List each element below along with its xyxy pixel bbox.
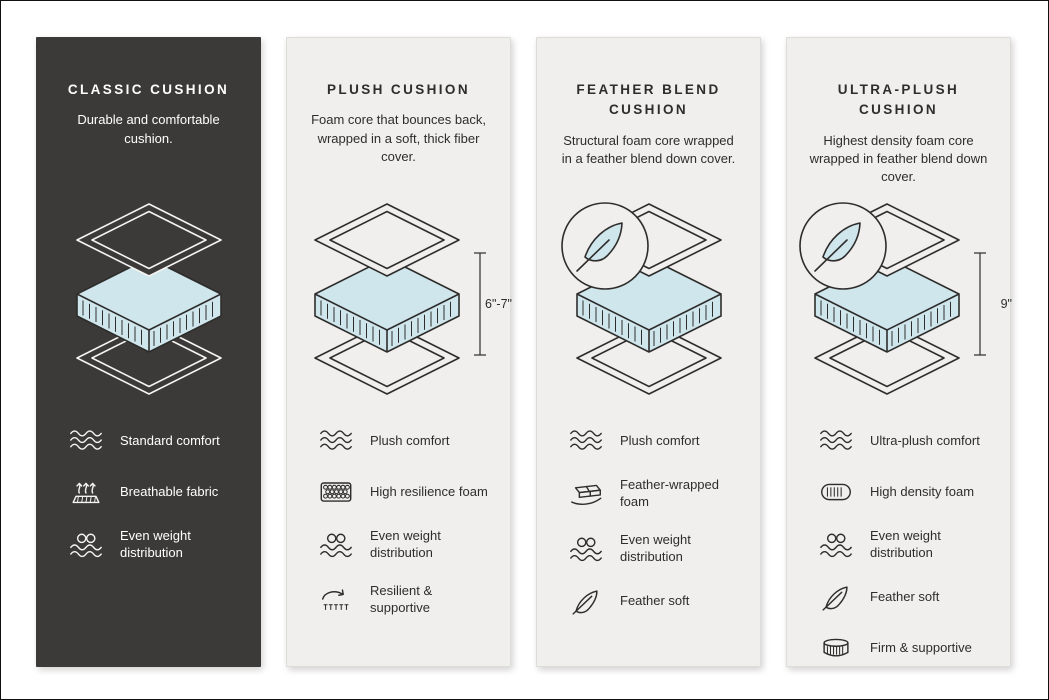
feature-list: Plush comfort Feather-wrapped foam Even …	[537, 426, 760, 617]
feature-label: Standard comfort	[120, 432, 220, 448]
card-title: FEATHER BLEND CUSHION	[576, 82, 721, 118]
feather-wrapped-foam-icon	[567, 479, 605, 509]
card-description: Foam core that bounces back, wrapped in …	[311, 112, 486, 165]
feature-item: Firm & supportive	[817, 634, 1010, 664]
feature-list: Ultra-plush comfort High density foam Ev…	[787, 426, 1010, 664]
feature-label: Even weight distribution	[870, 528, 941, 560]
feature-item: Plush comfort	[567, 426, 760, 456]
firm-support-icon	[817, 634, 855, 664]
cushion-layers-diagram: 6"-7"	[287, 196, 512, 396]
waves-icon	[817, 426, 855, 456]
feature-item: Ultra-plush comfort	[817, 426, 1010, 456]
feature-item: Resilient & supportive	[317, 583, 510, 617]
weight-distribution-icon	[817, 530, 855, 560]
feature-label: Firm & supportive	[870, 640, 972, 656]
feature-list: Standard comfort Breathable fabric Even …	[37, 426, 260, 562]
card-title: CLASSIC CUSHION	[67, 82, 230, 97]
breathable-icon	[67, 477, 105, 507]
feature-list: Plush comfort High resilience foam Even …	[287, 426, 510, 617]
card-description: Highest density foam core wrapped in fea…	[809, 132, 988, 185]
waves-icon	[567, 426, 605, 456]
feature-label: Plush comfort	[370, 432, 450, 448]
feature-label: High resilience foam	[370, 483, 488, 499]
feature-item: Feather-wrapped foam	[567, 477, 760, 511]
feather-icon	[567, 587, 605, 617]
cushion-layers-diagram	[37, 196, 262, 396]
card-classic-cushion: CLASSIC CUSHION Durable and comfortable …	[36, 37, 261, 667]
waves-icon	[317, 426, 355, 456]
feature-label: High density foam	[870, 483, 975, 499]
feature-item: Even weight distribution	[567, 532, 760, 566]
card-header: CLASSIC CUSHION Durable and comfortable …	[37, 38, 260, 160]
feature-item: Breathable fabric	[67, 477, 260, 507]
foam-cells-icon	[317, 477, 355, 507]
card-title: ULTRA-PLUSH CUSHION	[837, 82, 960, 118]
feature-label: Feather soft	[870, 589, 940, 605]
weight-distribution-icon	[567, 534, 605, 564]
card-feather-blend-cushion: FEATHER BLEND CUSHION Structural foam co…	[536, 37, 761, 667]
feature-item: Standard comfort	[67, 426, 260, 456]
feature-label: Even weight distribution	[370, 528, 441, 560]
spring-icon	[317, 585, 355, 615]
feature-label: Ultra-plush comfort	[870, 432, 980, 448]
feature-label: Breathable fabric	[120, 483, 219, 499]
density-foam-icon	[817, 477, 855, 507]
feature-label: Feather soft	[620, 593, 690, 609]
svg-text:9": 9"	[1001, 297, 1012, 311]
card-header: ULTRA-PLUSH CUSHION Highest density foam…	[787, 38, 1010, 184]
feature-item: High density foam	[817, 477, 1010, 507]
feature-item: Plush comfort	[317, 426, 510, 456]
card-plush-cushion: PLUSH CUSHION Foam core that bounces bac…	[286, 37, 512, 667]
weight-distribution-icon	[317, 530, 355, 560]
feature-item: Even weight distribution	[817, 528, 1010, 562]
svg-text:6"-7": 6"-7"	[485, 297, 512, 311]
feather-icon	[817, 583, 855, 613]
feature-label: Resilient & supportive	[370, 582, 433, 615]
cushion-layers-diagram: 9"	[787, 196, 1012, 396]
feature-label: Plush comfort	[620, 432, 700, 448]
feature-item: Even weight distribution	[317, 528, 510, 562]
feature-item: Even weight distribution	[67, 528, 260, 562]
card-ultra-plush-cushion: ULTRA-PLUSH CUSHION Highest density foam…	[786, 37, 1012, 667]
feature-label: Even weight distribution	[120, 528, 191, 560]
weight-distribution-icon	[67, 530, 105, 560]
waves-icon	[67, 426, 105, 456]
feature-item: High resilience foam	[317, 477, 510, 507]
card-title: PLUSH CUSHION	[327, 82, 470, 97]
card-header: PLUSH CUSHION Foam core that bounces bac…	[287, 38, 510, 164]
card-description: Durable and comfortable cushion.	[77, 112, 220, 146]
feature-label: Feather-wrapped foam	[620, 477, 719, 509]
feature-item: Feather soft	[817, 583, 1010, 613]
feature-label: Even weight distribution	[620, 531, 691, 564]
feature-item: Feather soft	[567, 587, 760, 617]
card-description: Structural foam core wrapped in a feathe…	[561, 132, 736, 166]
cushion-layers-diagram	[537, 196, 762, 396]
cushion-comparison-board: CLASSIC CUSHION Durable and comfortable …	[36, 37, 1012, 667]
card-header: FEATHER BLEND CUSHION Structural foam co…	[537, 38, 760, 166]
